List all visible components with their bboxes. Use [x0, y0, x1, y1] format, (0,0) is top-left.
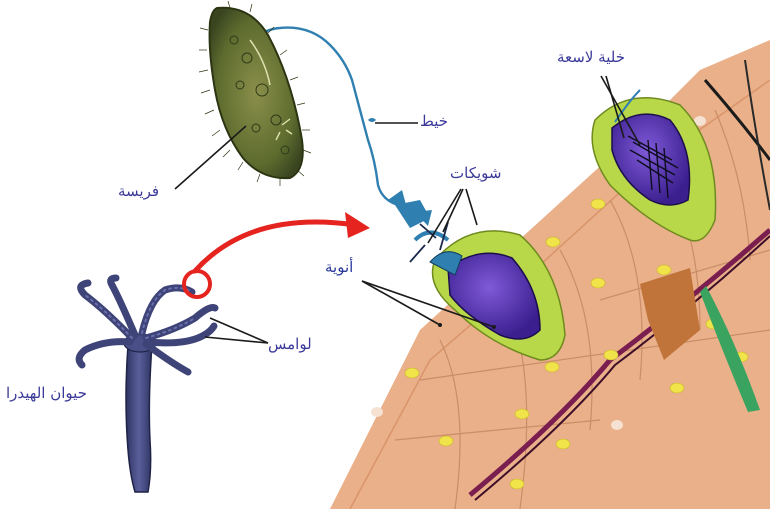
label-barbs: شويكات	[450, 166, 501, 181]
label-hydra: حيوان الهيدرا	[6, 386, 87, 401]
label-tentacles: لوامس	[268, 337, 312, 352]
label-prey: فريسة	[118, 184, 159, 199]
label-stinging-cell: خلية لاسعة	[557, 50, 625, 65]
tentacle-focus-circle	[184, 271, 210, 297]
hydra-animal	[79, 271, 215, 492]
label-capsules: أنوية	[325, 260, 353, 275]
label-thread: خيط	[420, 114, 448, 129]
